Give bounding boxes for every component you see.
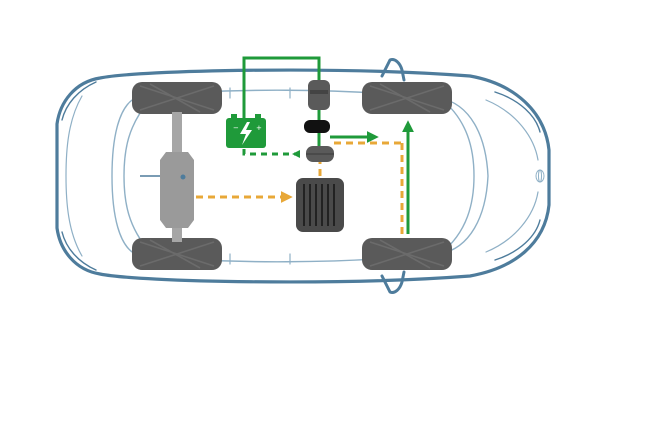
mirror-bottom	[380, 270, 406, 294]
wheel-rear-top	[132, 82, 222, 114]
wheels	[132, 82, 452, 270]
hood-line-top	[485, 99, 539, 161]
flow-motor-to-wheels	[330, 120, 414, 234]
gear-icon	[306, 146, 334, 162]
body-outline	[55, 68, 551, 284]
motor-icon	[308, 80, 330, 110]
brand-emblem-icon	[535, 169, 545, 183]
rear-window	[123, 99, 151, 253]
rear-bumper	[65, 95, 83, 257]
svg-text:−: −	[233, 124, 239, 132]
fuel-tank-icon	[160, 152, 194, 228]
flow-engine-to-wheels	[318, 141, 404, 234]
windshield	[439, 97, 475, 255]
engine-icon	[296, 178, 344, 232]
flow-regen-to-battery	[242, 148, 300, 158]
wheel-front-bottom	[362, 238, 452, 270]
mirror-top	[380, 58, 406, 82]
car-body	[55, 58, 551, 294]
hood-line-bottom	[485, 191, 539, 253]
headlight-bottom	[494, 219, 541, 261]
battery-icon: − +	[226, 114, 266, 148]
wheel-rear-bottom	[132, 238, 222, 270]
taillight-bottom	[61, 231, 97, 271]
svg-text:+: +	[256, 124, 262, 132]
wheel-front-top	[362, 82, 452, 114]
power-split-device-icon	[304, 120, 330, 133]
headlight-top	[494, 91, 541, 133]
flow-battery-to-motor	[242, 56, 321, 146]
taillight-top	[61, 81, 97, 121]
